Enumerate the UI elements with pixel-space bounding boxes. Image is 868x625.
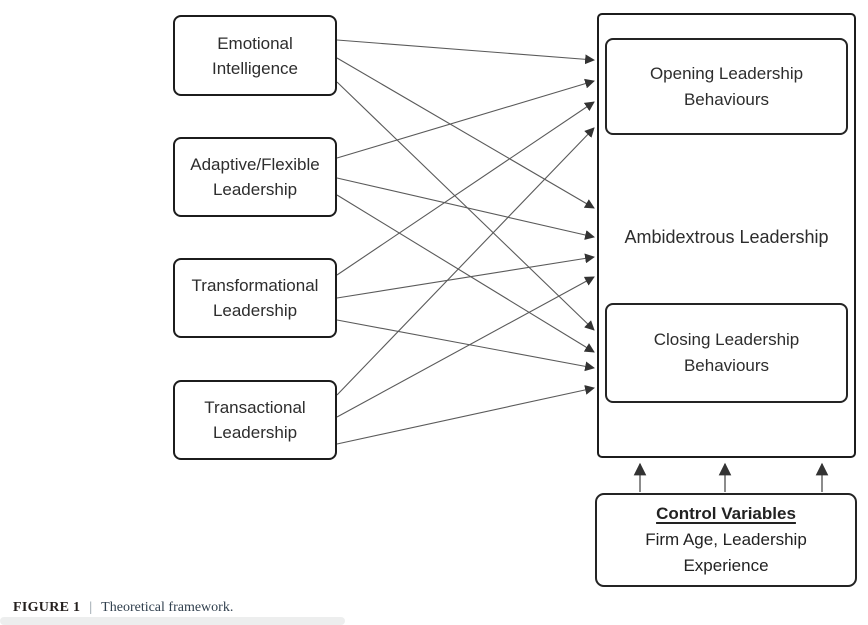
control-variables-line: Experience	[683, 556, 769, 575]
edge-emotional-to-ambidextrous	[336, 57, 595, 209]
node-label-line: Opening Leadership	[649, 63, 804, 83]
node-label-line: Leadership	[212, 423, 298, 442]
figure-caption-text: Theoretical framework.	[101, 600, 234, 615]
edge-transformational-to-ambidextrous	[336, 253, 595, 299]
edge-emotional-to-opening	[336, 39, 595, 65]
edge-adaptive-to-opening	[336, 78, 595, 159]
node-label-line: Behaviours	[683, 89, 770, 109]
node-label-line: Transformational	[191, 276, 319, 295]
edge-transformational-to-closing	[336, 319, 595, 372]
edge-transactional-to-ambidextrous	[336, 276, 595, 418]
edge-adaptive-to-closing	[336, 194, 595, 353]
node-label-line: Leadership	[212, 180, 298, 199]
node-opening-leadership-behaviours: Opening Leadership Behaviours	[605, 38, 848, 135]
node-transformational-leadership: Transformational Leadership	[173, 258, 337, 338]
node-control-variables: Control Variables Firm Age, Leadership E…	[595, 493, 857, 587]
figure-caption-separator: |	[89, 600, 93, 615]
figure-caption-label: FIGURE 1	[13, 600, 81, 615]
node-label-line: Behaviours	[683, 356, 770, 375]
edge-transactional-to-closing	[336, 385, 595, 445]
edge-adaptive-to-ambidextrous	[336, 177, 595, 240]
node-label-line: Adaptive/Flexible	[190, 155, 320, 174]
node-label-line: Closing Leadership	[653, 330, 800, 349]
figure-caption: FIGURE 1 | Theoretical framework.	[13, 600, 233, 616]
ambidextrous-leadership-label: Ambidextrous Leadership	[624, 227, 829, 247]
node-label-line: Emotional	[217, 33, 293, 53]
node-label-line: Intelligence	[211, 58, 298, 78]
control-variables-line: Firm Age, Leadership	[645, 530, 807, 549]
edge-transformational-to-opening	[336, 101, 595, 276]
node-closing-leadership-behaviours: Closing Leadership Behaviours	[605, 303, 848, 403]
control-variables-title: Control Variables	[656, 504, 796, 523]
node-emotional-intelligence: Emotional Intelligence	[173, 15, 337, 96]
node-transactional-leadership: Transactional Leadership	[173, 380, 337, 460]
node-adaptive-flexible-leadership: Adaptive/Flexible Leadership	[173, 137, 337, 217]
node-label-line: Transactional	[204, 398, 306, 417]
node-label-line: Leadership	[212, 301, 298, 320]
scan-artifact	[0, 617, 345, 625]
edge-transactional-to-opening	[336, 127, 595, 396]
edge-emotional-to-closing	[336, 81, 595, 331]
